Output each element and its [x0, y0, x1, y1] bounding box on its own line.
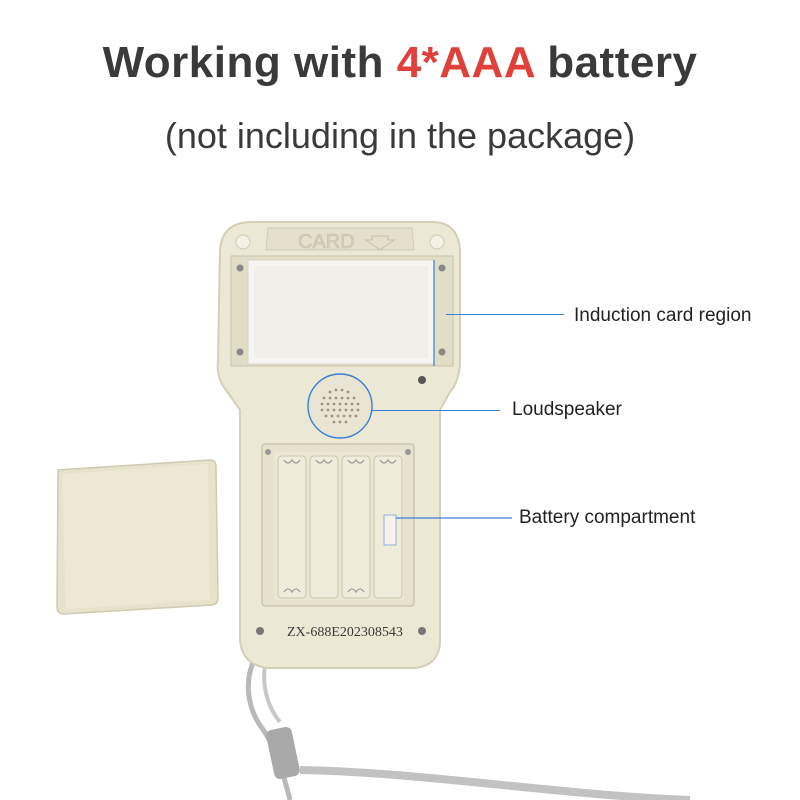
battery-compartment	[261, 443, 512, 607]
serial-number: ZX-688E202308543	[287, 625, 403, 640]
speaker-label: Loudspeaker	[512, 399, 622, 420]
induction-card-region	[230, 255, 454, 367]
title-suffix: battery	[534, 38, 698, 87]
title-prefix: Working with	[102, 38, 397, 87]
page-subtitle: (not including in the package)	[164, 115, 636, 156]
battery-label: Battery compartment	[519, 507, 696, 528]
card-label: CARD	[298, 231, 355, 253]
induction-leader-line	[446, 314, 564, 315]
induction-label: Induction card region	[574, 305, 752, 326]
battery-cover	[56, 459, 219, 615]
loudspeaker	[307, 373, 426, 439]
serial-plate: ZX-688E202308543	[256, 625, 426, 640]
title-highlight: 4*AAA	[396, 38, 535, 87]
lanyard-strap	[245, 646, 691, 800]
page-title: Working with 4*AAA battery	[0, 38, 800, 88]
speaker-leader-line	[372, 410, 500, 411]
